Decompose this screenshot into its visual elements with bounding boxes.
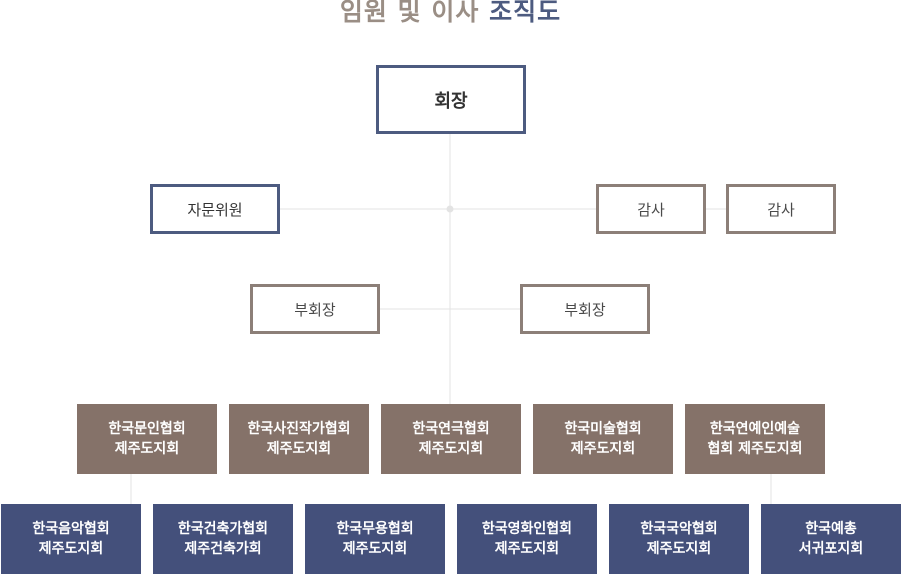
auditor-box-2: 감사 — [726, 184, 836, 234]
branch-sub: 제주도지회 — [266, 441, 332, 457]
branch-name: 한국건축가협회 — [177, 521, 269, 537]
branch-sub: 제주도지회 — [418, 441, 484, 457]
auditor-label: 감사 — [767, 200, 795, 219]
auditor-label: 감사 — [637, 200, 665, 219]
vice-chair-box-1: 부회장 — [250, 284, 380, 334]
chairman-label: 회장 — [434, 90, 468, 112]
chairman-box: 회장 — [376, 65, 526, 134]
branch-name: 한국연예인예술 — [709, 421, 801, 437]
auditor-box-1: 감사 — [596, 184, 706, 234]
title-part2: 조직도 — [489, 0, 562, 26]
vice-chair-label: 부회장 — [564, 300, 606, 319]
junction-dot — [446, 205, 454, 213]
branch-sub: 서귀포지회 — [798, 541, 864, 557]
branch-name: 한국예총 — [805, 521, 857, 537]
branch-sub: 제주도지회 — [494, 541, 560, 557]
advisory-label: 자문위원 — [187, 200, 243, 219]
branch-name: 한국문인협회 — [108, 421, 186, 437]
branch-name: 한국연극협회 — [412, 421, 490, 437]
branch-name: 한국미술협회 — [564, 421, 642, 437]
branch-sub: 제주도지회 — [646, 541, 712, 557]
branch-name: 한국음악협회 — [32, 521, 110, 537]
branch-sub: 제주도지회 — [114, 441, 180, 457]
branch-sub: 협회 제주도지회 — [707, 441, 803, 457]
branch-sub: 제주건축가회 — [184, 541, 262, 557]
advisory-box: 자문위원 — [150, 184, 280, 234]
branch-name: 한국무용협회 — [336, 521, 414, 537]
vice-chair-label: 부회장 — [294, 300, 336, 319]
title-part1: 임원 및 이사 — [339, 0, 480, 26]
branch-name: 한국사진작가협회 — [247, 421, 351, 437]
branch-sub: 제주도지회 — [570, 441, 636, 457]
branch-name: 한국국악협회 — [640, 521, 718, 537]
branch-name: 한국영화인협회 — [481, 521, 573, 537]
branch-sub: 제주도지회 — [342, 541, 408, 557]
page-title: 임원 및 이사 조직도 — [0, 0, 901, 32]
branch-sub: 제주도지회 — [38, 541, 104, 557]
vice-chair-box-2: 부회장 — [520, 284, 650, 334]
